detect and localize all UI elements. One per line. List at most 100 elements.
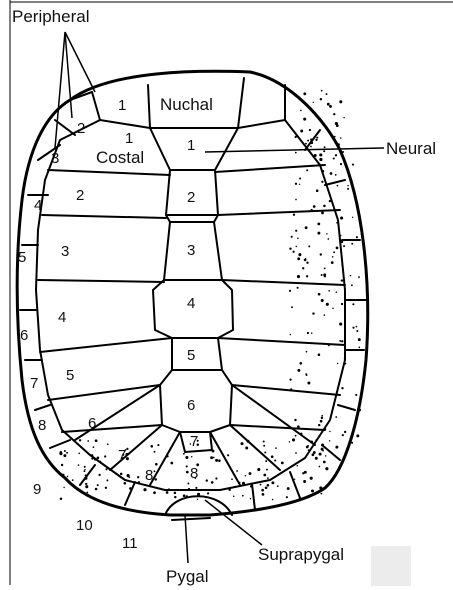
stipple-dot [195, 487, 197, 489]
stipple-dot [294, 479, 295, 480]
stipple-dot [297, 465, 299, 467]
pygal-notch [172, 518, 210, 520]
stipple-dot [330, 172, 333, 175]
stipple-dot [86, 483, 88, 485]
stipple-dot [329, 105, 332, 108]
stipple-dot [126, 448, 128, 450]
neural-number: 5 [187, 347, 195, 364]
stipple-dot [97, 484, 99, 486]
stipple-dot [326, 303, 329, 306]
stipple-dot [321, 90, 323, 92]
stipple-dot [231, 478, 233, 480]
stipple-dot [307, 332, 309, 334]
stipple-dot [312, 453, 315, 456]
stipple-dot [93, 446, 95, 448]
stipple-dot [323, 461, 326, 464]
stipple-dot [305, 226, 308, 229]
stipple-dot [60, 497, 63, 500]
stipple-dot [120, 473, 123, 476]
nuchal-label: Nuchal [160, 95, 213, 114]
stipple-dot [337, 363, 338, 364]
peripheral-number: 9 [33, 481, 41, 498]
stipple-dot [320, 420, 323, 423]
stipple-dot [322, 450, 324, 452]
stipple-dot [95, 439, 98, 442]
stipple-dot [319, 158, 322, 161]
stipple-dot [154, 451, 156, 453]
peripheral-number: 4 [34, 197, 42, 214]
stipple-dot [337, 185, 339, 187]
stipple-dot [325, 455, 327, 457]
costal-number: 3 [61, 243, 69, 260]
stipple-dot [358, 338, 361, 341]
stipple-dot [297, 369, 300, 372]
stipple-dot [227, 454, 229, 456]
stipple-dot [78, 452, 80, 454]
stipple-dot [305, 373, 307, 375]
stipple-dot [155, 478, 157, 480]
stipple-dot [267, 477, 269, 479]
stipple-dot [358, 409, 361, 412]
stipple-dot [356, 236, 358, 238]
stipple-dot [153, 491, 156, 494]
stipple-dot [316, 137, 318, 139]
stipple-dot [286, 496, 288, 498]
stipple-dot [79, 439, 81, 441]
stipple-dot [86, 494, 89, 497]
stipple-dot [287, 487, 290, 490]
stipple-dot [245, 447, 248, 450]
stipple-dot [263, 474, 266, 477]
stipple-dot [174, 492, 177, 495]
stipple-dot [347, 188, 349, 190]
peripheral-number: 8 [38, 417, 46, 434]
stipple-dot [297, 257, 300, 260]
stipple-dot [290, 334, 292, 336]
stipple-dot [215, 459, 218, 462]
stipple-dot [326, 233, 327, 234]
stipple-dot [97, 457, 100, 460]
costal-label: Costal [96, 148, 144, 167]
stipple-dot [312, 312, 314, 314]
stipple-dot [340, 163, 342, 165]
stipple-dot [305, 103, 307, 105]
pygal-label: Pygal [166, 567, 209, 586]
stipple-dot [333, 157, 335, 159]
peripheral-number: 3 [51, 150, 59, 167]
stipple-dot [289, 378, 291, 380]
costal-number: 5 [66, 367, 74, 384]
neural-number: 7 [190, 433, 198, 450]
stipple-dot [207, 492, 209, 494]
stipple-dot [350, 275, 352, 277]
stipple-dot [342, 434, 344, 436]
stipple-dot [295, 183, 297, 185]
stipple-dot [260, 484, 262, 486]
neural-label: Neural [386, 139, 436, 158]
stipple-dot [343, 245, 345, 247]
stipple-dot [295, 152, 297, 154]
stipple-dot [105, 487, 107, 489]
stipple-dot [306, 169, 308, 171]
stipple-dot [206, 479, 208, 481]
stipple-dot [293, 214, 295, 216]
costal-number: 2 [76, 187, 84, 204]
neural-number: 2 [187, 189, 195, 206]
stipple-dot [263, 440, 265, 442]
stipple-dot [309, 129, 311, 131]
stipple-dot [302, 267, 304, 269]
stipple-dot [317, 223, 320, 226]
stipple-dot [321, 274, 323, 276]
stipple-dot [327, 103, 330, 106]
neural-number: 3 [187, 242, 195, 259]
stipple-dot [323, 150, 325, 152]
stipple-dot [321, 212, 324, 215]
stipple-dot [197, 499, 198, 500]
stipple-dot [299, 184, 300, 185]
stipple-dot [320, 493, 322, 495]
stipple-dot [331, 261, 334, 264]
stipple-dot [335, 446, 338, 449]
stipple-dot [332, 256, 334, 258]
stipple-dot [358, 347, 360, 349]
stipple-dot [66, 452, 68, 454]
stipple-dot [275, 447, 277, 449]
